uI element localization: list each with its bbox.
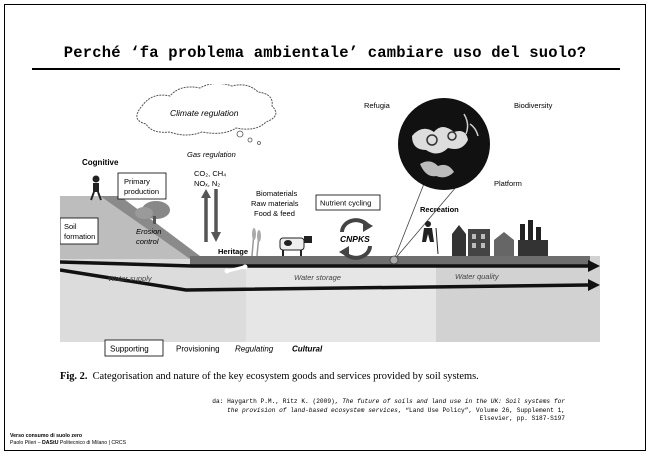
ground-band-right bbox=[436, 256, 600, 342]
reference-suffix: , “Land Use Policy”, Volume 26, Suppleme… bbox=[397, 406, 565, 423]
box-soil-formation bbox=[60, 217, 99, 245]
label-gas-formula-1: CO₂, CH₄ bbox=[194, 169, 226, 178]
footer-author: Paolo Pileri – bbox=[10, 439, 43, 446]
ground-band-middle bbox=[246, 256, 436, 342]
caption-label: Fig. 2. bbox=[60, 371, 88, 382]
cloud-bubble-icon bbox=[236, 130, 244, 138]
wheat-icon bbox=[251, 228, 261, 257]
soil-microscope-icon bbox=[398, 98, 490, 190]
buildings-icon bbox=[452, 220, 548, 256]
box-nutrient-cycling bbox=[315, 194, 381, 211]
cycle-arrows-icon bbox=[339, 218, 373, 260]
label-control: control bbox=[136, 237, 159, 246]
label-climate-regulation: Climate regulation bbox=[170, 108, 239, 118]
reference-title: The future of soils and land use in the … bbox=[227, 398, 565, 414]
label-nutrient-cycling: Nutrient cycling bbox=[320, 199, 371, 208]
label-production: production bbox=[124, 187, 159, 196]
bone-icon bbox=[224, 264, 248, 274]
label-biomaterials: Biomaterials bbox=[256, 189, 298, 198]
footer-institution: Politecnico di Milano | CRCS bbox=[58, 439, 127, 446]
slide-footer: Verso consumo di suolo zero Paolo Pileri… bbox=[10, 433, 126, 446]
label-heritage: Heritage bbox=[218, 247, 248, 256]
label-gas-formula-2: NOₓ, N₂ bbox=[194, 179, 220, 188]
label-soil: Soil bbox=[64, 222, 77, 231]
legend-provisioning: Provisioning bbox=[176, 345, 220, 354]
tree-icon bbox=[135, 201, 170, 224]
label-biodiversity: Biodiversity bbox=[514, 101, 553, 110]
label-food-feed: Food & feed bbox=[254, 209, 295, 218]
label-gas-regulation: Gas regulation bbox=[187, 150, 236, 159]
label-platform: Platform bbox=[494, 179, 522, 188]
reference-prefix: da: Haygarth P.M., Ritz K. (2009), bbox=[212, 398, 343, 405]
figure-caption: Fig. 2. Categorisation and nature of the… bbox=[60, 371, 620, 382]
hiker-icon bbox=[422, 221, 439, 255]
legend-regulating: Regulating bbox=[235, 345, 274, 354]
legend-cultural: Cultural bbox=[292, 345, 323, 354]
legend-supporting-box bbox=[104, 339, 164, 357]
slope-surface bbox=[100, 196, 200, 259]
reference-citation: da: Haygarth P.M., Ritz K. (2009), The f… bbox=[145, 398, 565, 424]
footer-title: Verso consumo di suolo zero bbox=[10, 433, 83, 439]
label-refugia: Refugia bbox=[364, 101, 391, 110]
cloud-bubble-icon bbox=[257, 141, 261, 145]
label-primary: Primary bbox=[124, 177, 150, 186]
footer-credits: Paolo Pileri – DAStU Politecnico di Mila… bbox=[10, 440, 126, 447]
label-water-storage: Water storage bbox=[294, 273, 341, 282]
ecosystem-services-figure: Climate regulation Gas regulation CO₂, C… bbox=[60, 84, 600, 357]
cow-icon bbox=[279, 236, 312, 256]
arrowhead-lower bbox=[588, 279, 600, 291]
label-erosion: Erosion bbox=[136, 227, 161, 236]
cloud-bubble-icon bbox=[247, 137, 253, 143]
arrowhead-gas-up bbox=[201, 189, 211, 198]
person-icon bbox=[90, 175, 102, 201]
label-recreation: Recreation bbox=[420, 205, 459, 214]
box-primary-production bbox=[117, 172, 167, 200]
zoom-point bbox=[389, 255, 399, 265]
label-water-quality: Water quality bbox=[455, 272, 500, 281]
cloud-icon bbox=[136, 84, 277, 136]
label-formation: formation bbox=[64, 232, 95, 241]
water-flow-arrow-lower bbox=[60, 268, 589, 292]
legend-supporting: Supporting bbox=[110, 345, 149, 354]
footer-dept: DAStU bbox=[42, 439, 59, 446]
label-raw-materials: Raw materials bbox=[251, 199, 299, 208]
water-flow-arrow-upper bbox=[60, 260, 588, 268]
title-underline bbox=[32, 68, 620, 70]
slide-title: Perché ‘fa problema ambientale’ cambiare… bbox=[63, 44, 587, 62]
caption-text: Categorisation and nature of the key eco… bbox=[92, 371, 479, 382]
arrowhead-upper bbox=[588, 260, 600, 272]
label-cognitive: Cognitive bbox=[82, 158, 119, 167]
arrowhead-gas-down bbox=[211, 232, 221, 242]
label-cnpks: CNPKS bbox=[340, 234, 370, 244]
ground-band-left bbox=[60, 256, 246, 342]
label-water-supply: Water supply bbox=[108, 274, 153, 283]
